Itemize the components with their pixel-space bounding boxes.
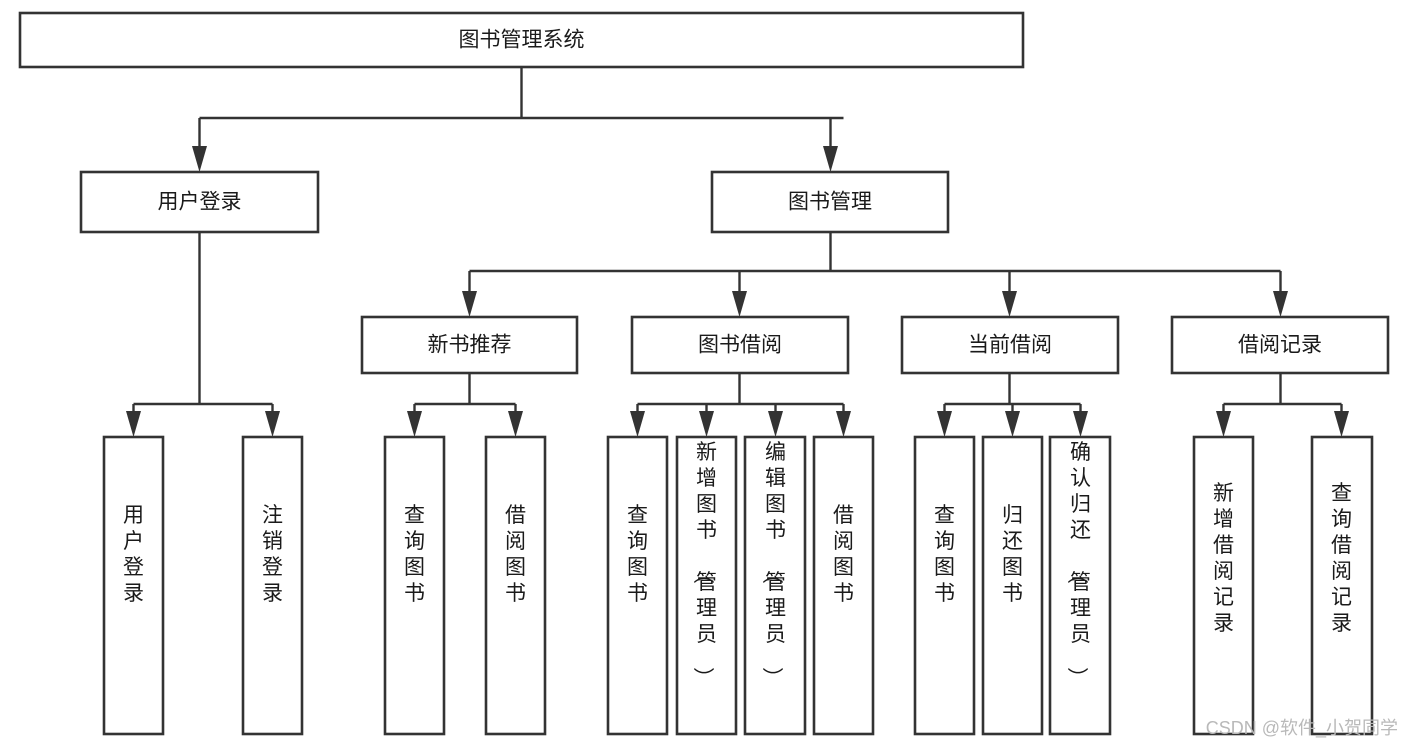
node-leaf-return-book-label: 归还图书	[1002, 504, 1023, 605]
node-borrow-record-box[interactable]	[1170, 315, 1390, 375]
node-leaf-edit-book-label: 编辑图书（管理员）	[760, 441, 786, 688]
node-leaf-borrow-book-1-label: 借阅图书	[505, 504, 526, 605]
node-leaf-add-book-box[interactable]	[675, 435, 738, 736]
node-leaf-query-record-label: 查询借阅记录	[1331, 482, 1352, 635]
node-new-book-rec-label: 新书推荐	[428, 334, 512, 357]
node-current-borrow[interactable]: 当前借阅	[900, 315, 1120, 375]
node-root-label: 图书管理系统	[459, 29, 585, 52]
node-leaf-query-book-1-box[interactable]	[383, 435, 446, 736]
watermark-label: CSDN @软件_小贺同学	[1206, 718, 1398, 739]
node-root[interactable]: 图书管理系统	[18, 11, 1025, 69]
node-leaf-borrow-book-1[interactable]: 借阅图书	[484, 435, 547, 736]
node-leaf-query-book-1-label: 查询图书	[404, 504, 425, 605]
node-current-borrow-label: 当前借阅	[968, 334, 1052, 357]
node-user-login[interactable]: 用户登录	[79, 170, 320, 234]
arrow-to-leaf-borrow-book-1	[508, 411, 523, 437]
node-leaf-confirm-return-box[interactable]	[1048, 435, 1112, 736]
node-book-borrow[interactable]: 图书借阅	[630, 315, 850, 375]
node-leaf-query-book-1[interactable]: 查询图书	[383, 435, 446, 736]
node-leaf-query-book-2-box[interactable]	[606, 435, 669, 736]
node-root-box[interactable]	[18, 11, 1025, 69]
node-leaf-add-record-box[interactable]	[1192, 435, 1255, 736]
node-user-login-box[interactable]	[79, 170, 320, 234]
arrow-to-leaf-borrow-book-2	[836, 411, 851, 437]
node-book-borrow-label: 图书借阅	[698, 334, 782, 357]
arrow-to-leaf-confirm-return	[1073, 411, 1088, 437]
node-leaf-query-book-3[interactable]: 查询图书	[913, 435, 976, 736]
node-book-manage-box[interactable]	[710, 170, 950, 234]
node-leaf-edit-book-box[interactable]	[743, 435, 807, 736]
node-leaf-query-record[interactable]: 查询借阅记录	[1310, 435, 1374, 736]
arrow-to-leaf-return-book	[1005, 411, 1020, 437]
node-book-manage-label: 图书管理	[788, 191, 872, 214]
arrow-to-new-book-rec	[462, 291, 477, 317]
node-leaf-user-login[interactable]: 用户登录	[102, 435, 165, 736]
node-user-login-label: 用户登录	[158, 191, 242, 214]
node-borrow-record-label: 借阅记录	[1238, 334, 1322, 357]
node-leaf-borrow-book-2[interactable]: 借阅图书	[812, 435, 875, 736]
node-leaf-query-book-2[interactable]: 查询图书	[606, 435, 669, 736]
node-leaf-user-login-label: 用户登录	[123, 504, 144, 605]
node-leaf-borrow-book-1-box[interactable]	[484, 435, 547, 736]
node-leaf-user-login-box[interactable]	[102, 435, 165, 736]
node-leaf-add-record-label: 新增借阅记录	[1213, 482, 1234, 635]
arrow-to-leaf-add-record	[1216, 411, 1231, 437]
node-leaf-confirm-return-label: 确认归还（管理员）	[1065, 441, 1091, 688]
node-leaf-add-record[interactable]: 新增借阅记录	[1192, 435, 1255, 736]
node-borrow-record[interactable]: 借阅记录	[1170, 315, 1390, 375]
node-leaf-return-book[interactable]: 归还图书	[981, 435, 1044, 736]
node-leaf-confirm-return[interactable]: 确认归还（管理员）	[1048, 435, 1112, 736]
node-leaf-logout-label: 注销登录	[262, 504, 283, 605]
node-current-borrow-box[interactable]	[900, 315, 1120, 375]
node-book-borrow-box[interactable]	[630, 315, 850, 375]
node-layer: 图书管理系统 用户登录 图书管理 新书推荐 图书借阅	[18, 11, 1390, 736]
arrow-to-leaf-query-book-3	[937, 411, 952, 437]
arrow-to-user-login	[192, 146, 207, 172]
arrow-to-leaf-user-login	[126, 411, 141, 437]
node-leaf-logout-box[interactable]	[241, 435, 304, 736]
arrow-to-leaf-query-book-2	[630, 411, 645, 437]
node-leaf-add-book-label: 新增图书（管理员）	[691, 441, 717, 688]
node-new-book-rec-box[interactable]	[360, 315, 579, 375]
arrow-to-borrow-record	[1273, 291, 1288, 317]
node-leaf-query-record-box[interactable]	[1310, 435, 1374, 736]
node-leaf-query-book-3-label: 查询图书	[934, 504, 955, 605]
arrow-to-current-borrow	[1002, 291, 1017, 317]
node-leaf-return-book-box[interactable]	[981, 435, 1044, 736]
arrow-to-leaf-query-book-1	[407, 411, 422, 437]
node-new-book-rec[interactable]: 新书推荐	[360, 315, 579, 375]
node-leaf-query-book-3-box[interactable]	[913, 435, 976, 736]
arrow-to-leaf-logout	[265, 411, 280, 437]
arrow-to-book-borrow	[732, 291, 747, 317]
node-leaf-add-book[interactable]: 新增图书（管理员）	[675, 435, 738, 736]
arrow-to-leaf-add-book	[699, 411, 714, 437]
node-leaf-borrow-book-2-label: 借阅图书	[833, 504, 854, 605]
arrow-to-leaf-query-record	[1334, 411, 1349, 437]
arrow-to-leaf-edit-book	[768, 411, 783, 437]
node-leaf-edit-book[interactable]: 编辑图书（管理员）	[743, 435, 807, 736]
node-leaf-borrow-book-2-box[interactable]	[812, 435, 875, 736]
arrow-to-book-manage	[823, 146, 838, 172]
node-leaf-logout[interactable]: 注销登录	[241, 435, 304, 736]
connector-layer	[126, 67, 1349, 437]
node-book-manage[interactable]: 图书管理	[710, 170, 950, 234]
node-leaf-query-book-2-label: 查询图书	[627, 504, 648, 605]
